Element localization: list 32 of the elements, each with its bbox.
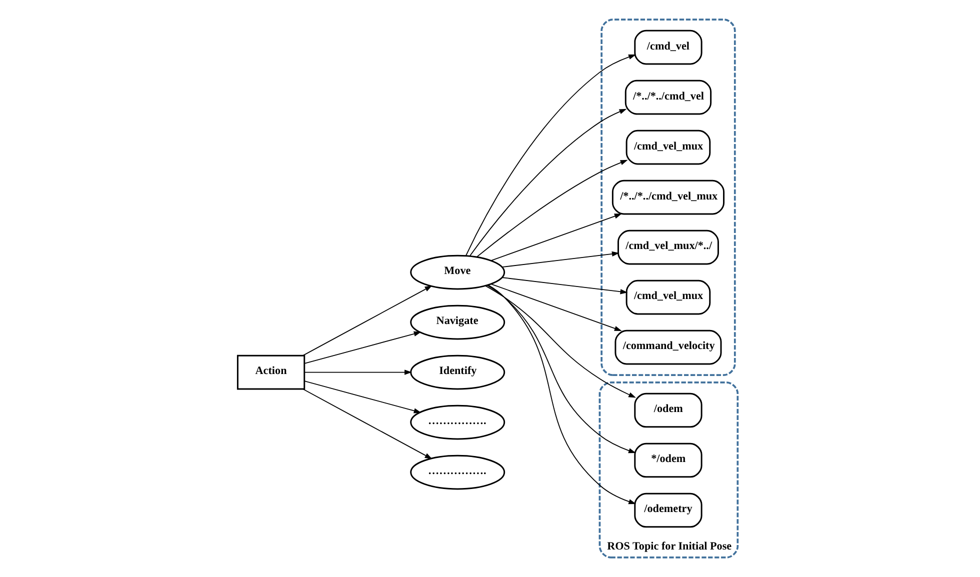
node-ellipse: Move xyxy=(410,254,506,290)
node-box: /cmd_vel_mux xyxy=(626,130,711,165)
arrow xyxy=(502,277,628,294)
node-ellipse: Navigate xyxy=(410,304,506,340)
node-box: /*../*../cmd_vel_mux xyxy=(612,180,725,215)
arrow xyxy=(490,284,622,331)
arrow xyxy=(465,54,636,256)
arrow xyxy=(304,331,422,364)
arrow xyxy=(486,284,636,454)
node-box: Action xyxy=(236,354,306,390)
cluster xyxy=(600,18,736,376)
node-box: /cmd_vel xyxy=(634,30,702,65)
node-ellipse: ……………. xyxy=(410,454,506,490)
arrow xyxy=(304,370,412,375)
arrow xyxy=(485,285,636,398)
arrow xyxy=(502,251,620,268)
node-box: /cmd_vel_mux xyxy=(626,280,711,315)
node-box: /*../*../cmd_vel xyxy=(624,80,712,115)
arrow xyxy=(488,284,636,504)
node-box: /odem xyxy=(634,392,702,428)
arrow xyxy=(302,388,432,460)
node-box: /odemetry xyxy=(634,492,702,528)
node-box: /command_velocity xyxy=(614,330,722,365)
node-box: */odem xyxy=(634,442,702,478)
node-box: /cmd_vel_mux/*../ xyxy=(618,230,719,265)
node-ellipse: ……………. xyxy=(410,404,506,440)
arrow xyxy=(469,108,627,256)
arrow xyxy=(476,160,628,258)
arrow xyxy=(490,214,622,262)
node-ellipse: Identify xyxy=(410,354,506,390)
arrow xyxy=(304,380,422,414)
arrow xyxy=(302,286,432,356)
